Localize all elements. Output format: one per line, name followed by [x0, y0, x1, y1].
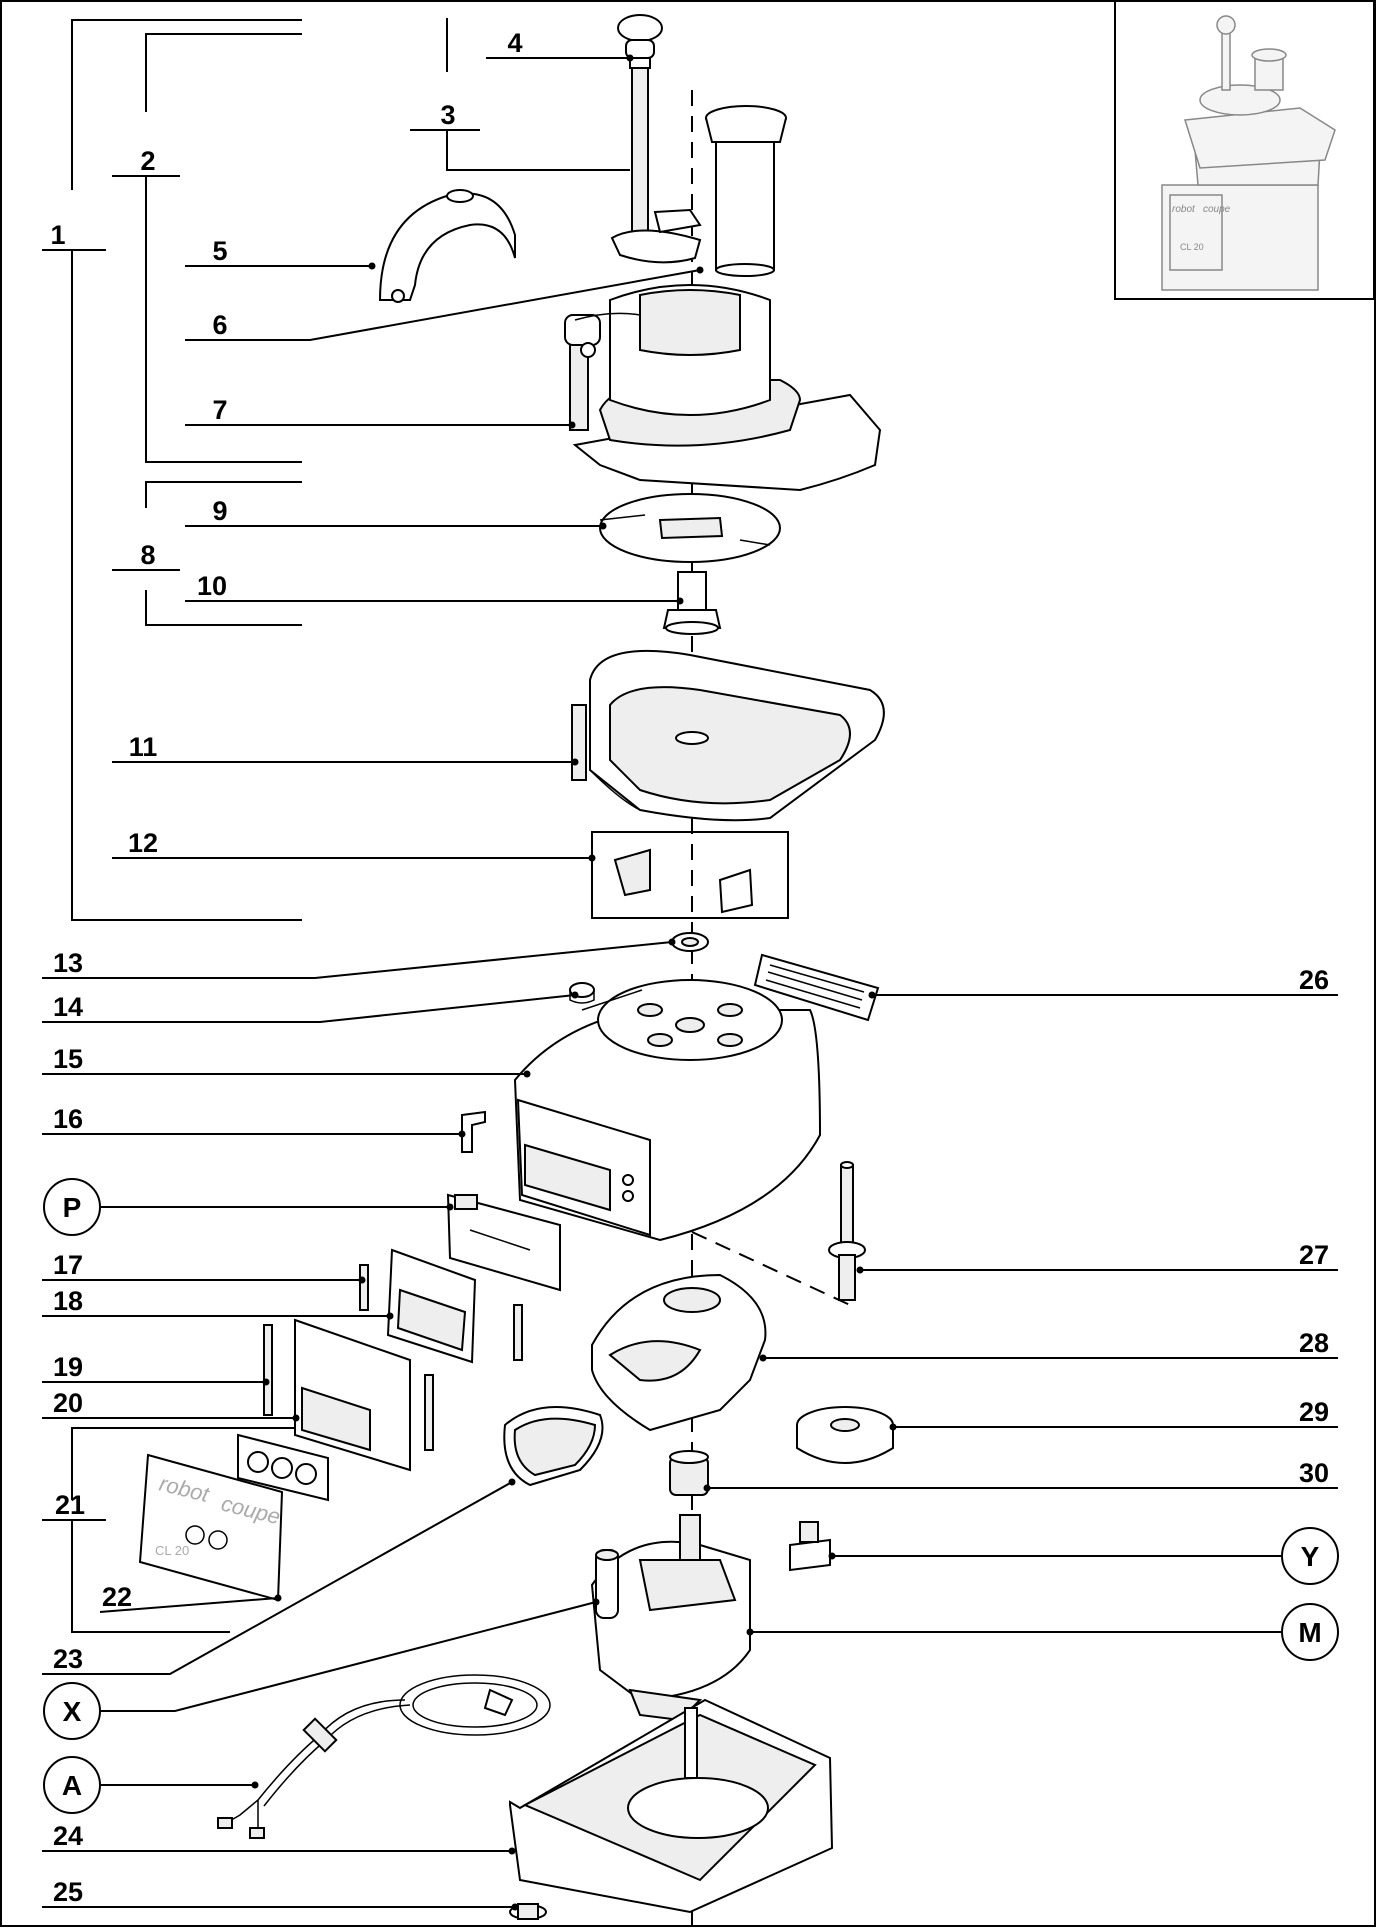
circled-labels: P X A Y M — [43, 1178, 1339, 1814]
switch-component — [789, 1521, 831, 1572]
label-3: 3 — [440, 100, 455, 130]
machine-base — [509, 1698, 834, 1914]
vent-grille — [753, 953, 880, 1022]
label-13: 13 — [53, 948, 83, 978]
label-2: 2 — [140, 146, 155, 176]
label-16: 16 — [53, 1104, 83, 1134]
button-panel — [237, 1433, 329, 1502]
pulley — [796, 1406, 894, 1464]
label-a: A — [62, 1770, 82, 1801]
part-number-labels: 1 2 3 4 5 6 7 8 9 10 11 12 13 14 15 16 1… — [50, 28, 1329, 1907]
svg-text:CL 20: CL 20 — [1180, 242, 1204, 252]
label-17: 17 — [53, 1250, 83, 1280]
foot — [509, 1903, 547, 1920]
label-8: 8 — [140, 540, 155, 570]
motor-housing — [513, 979, 822, 1242]
label-1: 1 — [50, 220, 65, 250]
front-decal: robot coupe CL 20 — [138, 1453, 284, 1602]
label-25: 25 — [53, 1877, 83, 1907]
cutter-bowl — [571, 649, 885, 822]
label-4: 4 — [507, 28, 522, 58]
disc-hub — [662, 571, 722, 635]
control-board — [446, 1193, 561, 1292]
assembled-machine-thumbnail: robot coupe CL 20 — [1114, 0, 1375, 300]
label-24: 24 — [53, 1821, 83, 1851]
label-14: 14 — [53, 992, 83, 1022]
label-28: 28 — [1299, 1328, 1329, 1358]
label-9: 9 — [212, 496, 227, 526]
label-30: 30 — [1299, 1458, 1329, 1488]
label-21: 21 — [55, 1490, 85, 1520]
feed-tube — [705, 105, 787, 277]
label-23: 23 — [53, 1644, 83, 1674]
label-20: 20 — [53, 1388, 83, 1418]
label-12: 12 — [128, 828, 158, 858]
motor-shaft — [828, 1161, 866, 1301]
pusher-assembly — [610, 14, 702, 264]
label-5: 5 — [212, 236, 227, 266]
bowl-clips — [591, 831, 789, 919]
capacitor — [595, 1549, 619, 1619]
leader-lines — [42, 54, 1338, 1911]
base-gasket — [503, 1406, 604, 1487]
group-brackets — [42, 18, 630, 1633]
label-y: Y — [1301, 1541, 1320, 1572]
label-29: 29 — [1299, 1397, 1329, 1427]
coupling — [669, 1450, 709, 1496]
label-26: 26 — [1299, 965, 1329, 995]
label-15: 15 — [53, 1044, 83, 1074]
label-10: 10 — [197, 571, 227, 601]
display-panel — [263, 1318, 434, 1472]
seal-ring — [671, 932, 709, 952]
cutting-disc — [599, 493, 781, 563]
label-18: 18 — [53, 1286, 83, 1316]
label-m: M — [1298, 1617, 1321, 1648]
motor — [590, 1514, 751, 1722]
label-27: 27 — [1299, 1240, 1329, 1270]
label-22: 22 — [102, 1582, 132, 1612]
svg-text:robot: robot — [1172, 204, 1196, 215]
lid-handle — [378, 189, 516, 303]
label-6: 6 — [212, 310, 227, 340]
housing-key — [461, 1110, 486, 1153]
cutter-lid — [564, 284, 882, 492]
label-p: P — [63, 1192, 82, 1223]
label-11: 11 — [129, 732, 158, 762]
label-x: X — [63, 1696, 82, 1727]
label-19: 19 — [53, 1352, 83, 1382]
display-frame — [359, 1248, 523, 1364]
svg-text:CL 20: CL 20 — [155, 1543, 189, 1558]
power-cord — [217, 1674, 551, 1839]
svg-text:coupe: coupe — [1203, 204, 1231, 215]
motor-mount — [591, 1273, 767, 1432]
label-7: 7 — [212, 395, 227, 425]
